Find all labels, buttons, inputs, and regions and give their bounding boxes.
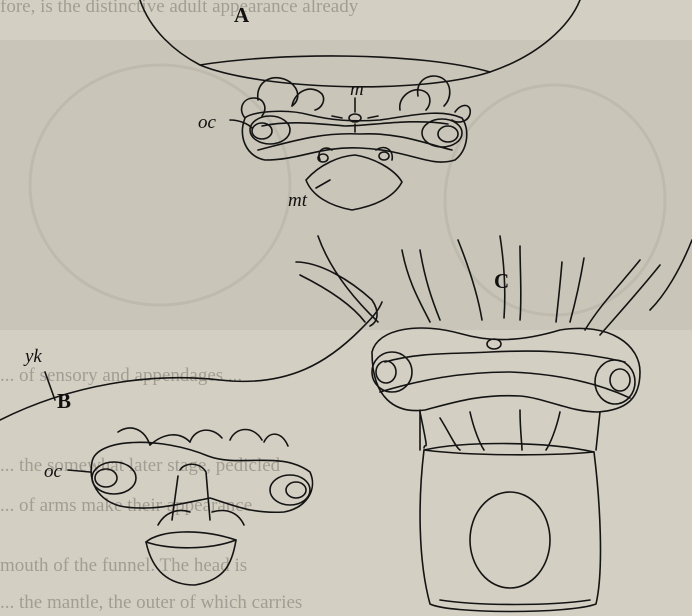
label-mantle-a: mt [288, 190, 308, 211]
label-yolk-b: yk [23, 346, 42, 367]
panel-label-b: B [57, 389, 71, 413]
eye-left-b [92, 462, 136, 494]
label-eye-a: oc [198, 112, 217, 133]
label-eye-b: oc [44, 461, 63, 482]
panel-label-c: C [494, 269, 509, 293]
panel-label-a: A [234, 3, 250, 27]
mantle-b [146, 532, 236, 585]
eye-left-c [372, 352, 412, 392]
panel-b-drawing [0, 302, 382, 585]
eye-right-b [270, 475, 310, 505]
eye-right-c [595, 360, 635, 404]
label-mouth-a: m [350, 79, 364, 100]
mantle-c [420, 444, 600, 612]
mouth-c [487, 339, 501, 349]
